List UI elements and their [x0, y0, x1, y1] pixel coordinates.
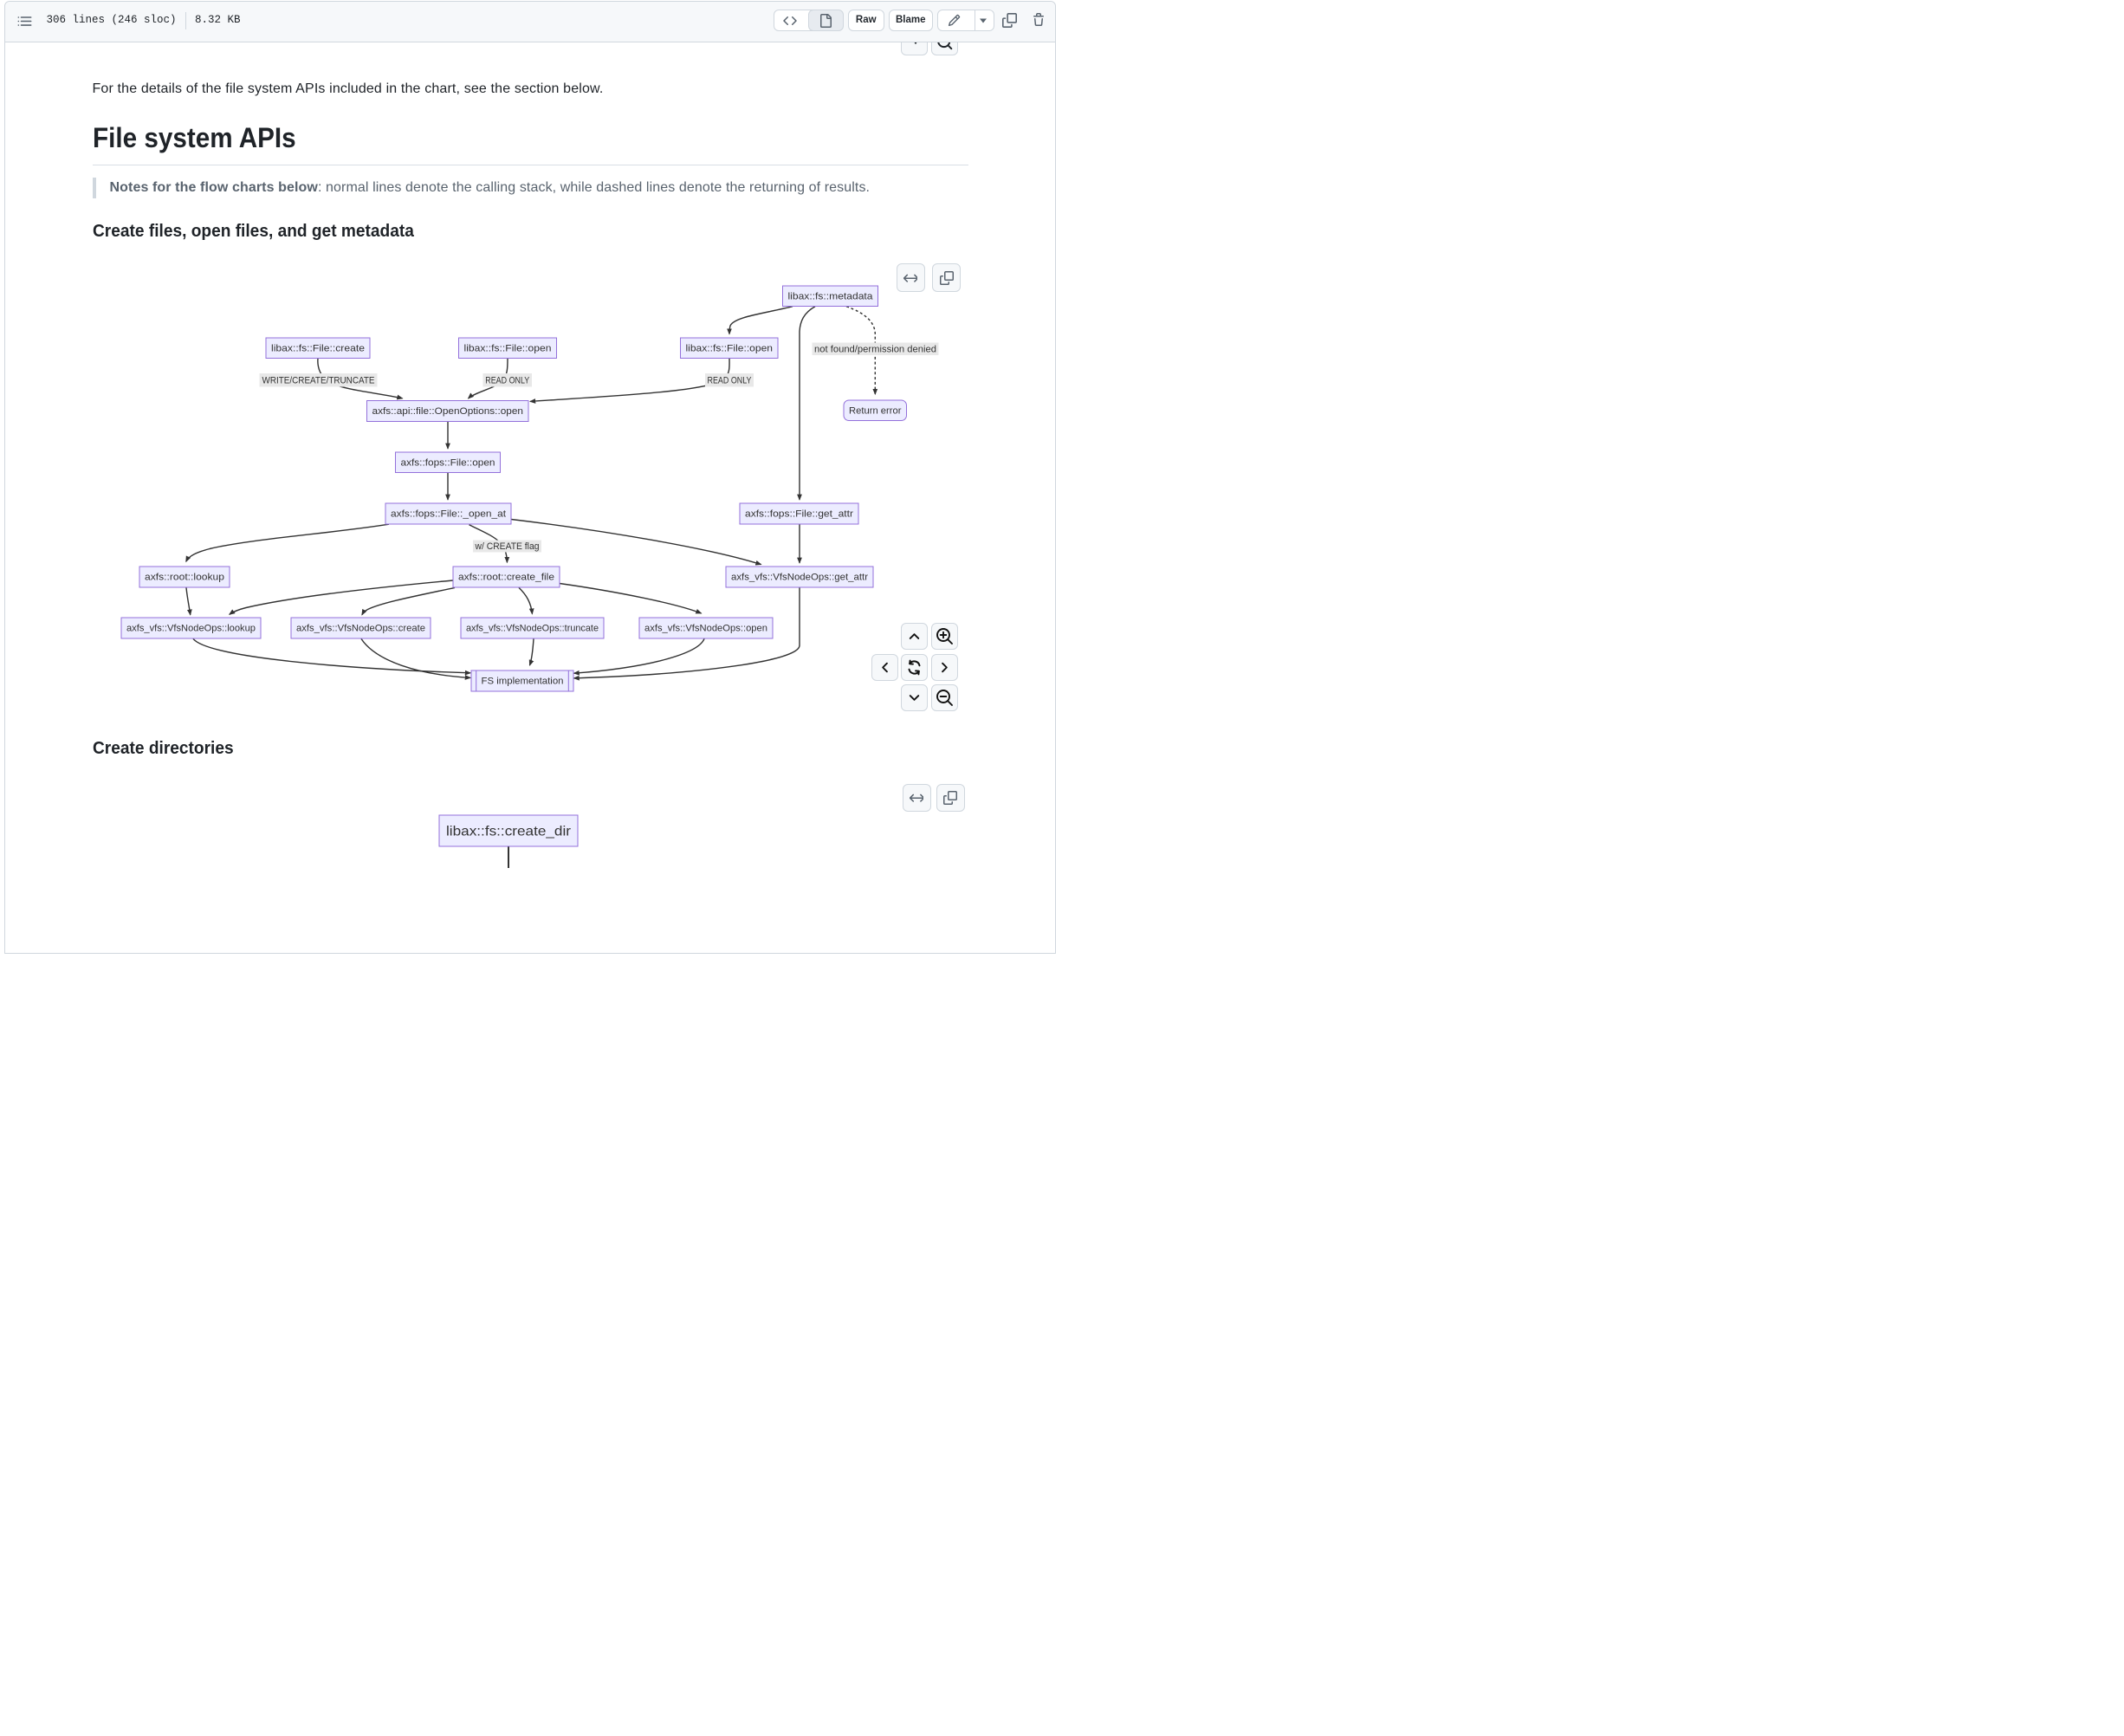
svg-text:axfs_vfs::VfsNodeOps::open: axfs_vfs::VfsNodeOps::open — [644, 624, 767, 634]
svg-text:axfs_vfs::VfsNodeOps::lookup: axfs_vfs::VfsNodeOps::lookup — [126, 624, 256, 634]
svg-text:axfs_vfs::VfsNodeOps::create: axfs_vfs::VfsNodeOps::create — [296, 624, 425, 634]
svg-text:libax::fs::File::create: libax::fs::File::create — [271, 343, 365, 353]
svg-text:WRITE/CREATE/TRUNCATE: WRITE/CREATE/TRUNCATE — [262, 375, 375, 385]
svg-text:Return error: Return error — [849, 405, 902, 416]
svg-text:FS implementation: FS implementation — [482, 677, 564, 687]
svg-text:axfs_vfs::VfsNodeOps::truncate: axfs_vfs::VfsNodeOps::truncate — [466, 624, 599, 634]
svg-text:w/ CREATE flag: w/ CREATE flag — [475, 541, 540, 552]
svg-text:READ ONLY: READ ONLY — [485, 375, 529, 385]
svg-text:axfs::root::lookup: axfs::root::lookup — [145, 573, 224, 583]
svg-text:libax::fs::create_dir: libax::fs::create_dir — [446, 824, 572, 839]
svg-text:not found/permission denied: not found/permission denied — [814, 344, 936, 354]
svg-text:libax::fs::File::open: libax::fs::File::open — [464, 343, 552, 353]
svg-text:axfs::fops::File::_open_at: axfs::fops::File::_open_at — [391, 509, 506, 520]
svg-text:axfs::fops::File::open: axfs::fops::File::open — [401, 457, 495, 468]
svg-text:axfs_vfs::VfsNodeOps::get_attr: axfs_vfs::VfsNodeOps::get_attr — [731, 573, 868, 583]
svg-text:axfs::fops::File::get_attr: axfs::fops::File::get_attr — [745, 509, 853, 520]
svg-text:axfs::api::file::OpenOptions::: axfs::api::file::OpenOptions::open — [372, 406, 524, 417]
svg-text:libax::fs::File::open: libax::fs::File::open — [686, 343, 774, 353]
svg-text:libax::fs::metadata: libax::fs::metadata — [788, 291, 873, 301]
svg-text:axfs::root::create_file: axfs::root::create_file — [458, 573, 554, 583]
svg-text:READ ONLY: READ ONLY — [708, 375, 752, 385]
